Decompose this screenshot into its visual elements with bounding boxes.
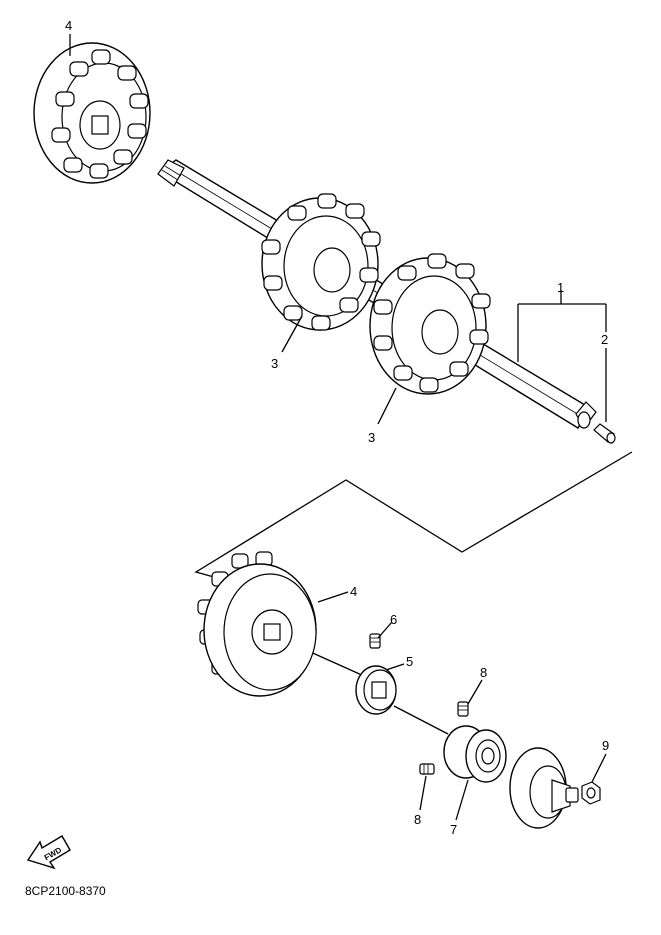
idler-wheel-top bbox=[33, 42, 151, 184]
callout-4-bottom: 4 bbox=[350, 584, 357, 599]
sprocket-lower bbox=[369, 253, 491, 395]
callout-8-top: 8 bbox=[480, 665, 487, 680]
fwd-arrow-icon: FWD bbox=[26, 835, 71, 870]
drive-shaft bbox=[157, 159, 597, 430]
leader-lines bbox=[69, 34, 607, 821]
diagram-code: 8CP2100-8370 bbox=[25, 884, 106, 898]
hex-nut bbox=[581, 781, 601, 805]
flange-housing bbox=[509, 747, 579, 829]
bearing bbox=[443, 725, 507, 783]
callout-bracket bbox=[517, 290, 607, 422]
callout-3-upper: 3 bbox=[271, 356, 278, 371]
callout-4-top: 4 bbox=[65, 18, 72, 33]
callout-2: 2 bbox=[601, 332, 608, 347]
set-screw-bearing-left bbox=[419, 763, 435, 775]
set-screw-top bbox=[369, 633, 381, 649]
callout-1: 1 bbox=[557, 280, 564, 295]
callout-7: 7 bbox=[450, 822, 457, 837]
set-screw-bearing-top bbox=[457, 701, 469, 717]
shaft-end-pin bbox=[593, 423, 616, 444]
collar bbox=[355, 665, 397, 715]
callout-9: 9 bbox=[602, 738, 609, 753]
callout-8-bottom: 8 bbox=[414, 812, 421, 827]
idler-wheel-bottom bbox=[197, 551, 317, 697]
sprocket-upper bbox=[261, 193, 381, 331]
callout-3-lower: 3 bbox=[368, 430, 375, 445]
callout-5: 5 bbox=[406, 654, 413, 669]
callout-6: 6 bbox=[390, 612, 397, 627]
